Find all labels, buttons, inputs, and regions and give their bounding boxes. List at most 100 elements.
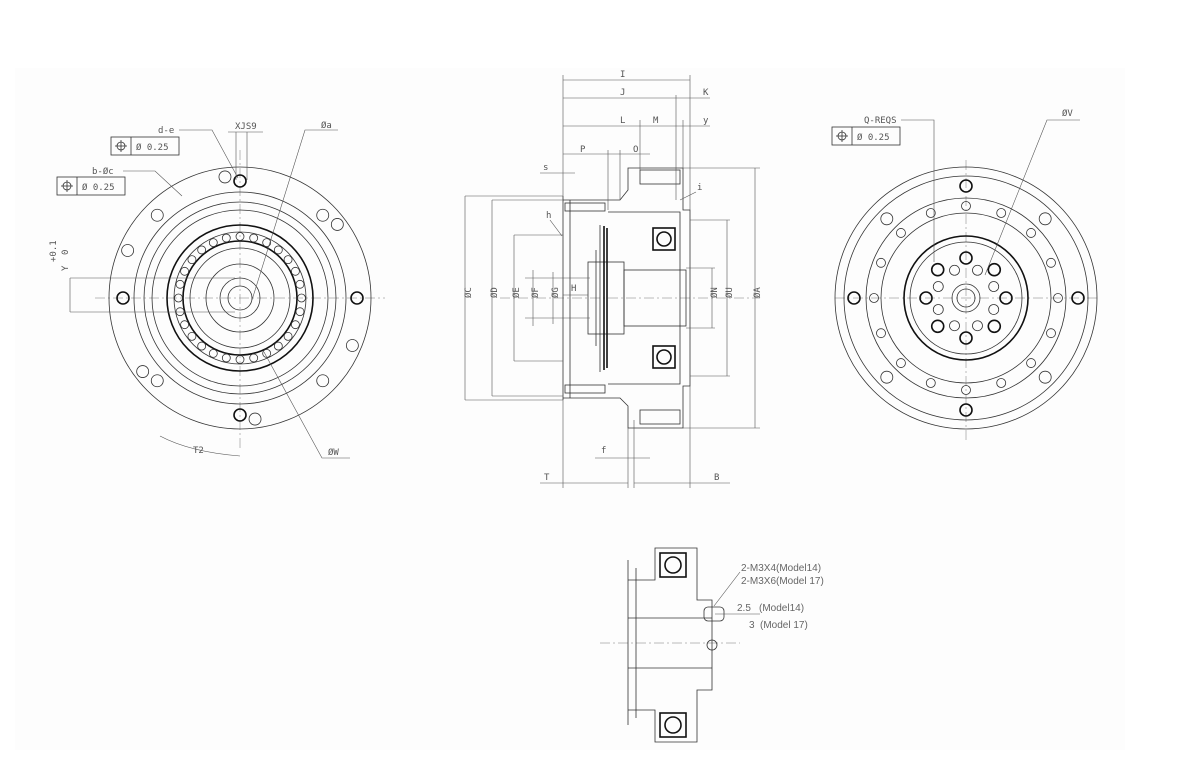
ring-hole (996, 378, 1007, 388)
dim-M: M (653, 116, 659, 126)
dim-phi-U: ØU (724, 287, 735, 298)
outer-hole (959, 403, 973, 417)
flange-hole (248, 412, 262, 426)
label-t2: T2 (193, 446, 204, 456)
drawing-area (15, 68, 1125, 750)
thread-hole (932, 304, 944, 315)
ring-hole (925, 378, 936, 388)
mounting-hole (316, 208, 330, 222)
roller (262, 238, 272, 247)
ring-hole (896, 358, 906, 368)
ring-hole (869, 293, 879, 303)
flange-hole (136, 365, 150, 378)
label-xjs9: XJS9 (235, 122, 257, 132)
label-y-tol-upper: +0.1 (49, 240, 59, 262)
roller (295, 279, 305, 289)
tolerance-frame-3 (831, 126, 901, 146)
outer-hole (880, 212, 894, 226)
label-phi-v: ØV (1062, 108, 1073, 119)
roller (273, 341, 283, 351)
front-view: Ø 0.25 Ø 0.25 d-e XJS9 Øa b-Øc +0.1 0 Y … (49, 120, 385, 459)
position-icon (61, 180, 73, 192)
ring-hole (876, 257, 886, 268)
dim-s: s (543, 163, 548, 173)
label-y-tol-lower: 0 (61, 250, 71, 255)
dim-f: f (601, 446, 606, 456)
roller (197, 341, 207, 351)
roller (180, 320, 189, 330)
inner-bolt-hole (987, 319, 1002, 334)
outer-hole (1038, 212, 1052, 226)
roller (174, 293, 183, 303)
inner-bolt-hole (959, 331, 973, 345)
roller (221, 353, 231, 363)
label-phi-a: Øa (321, 120, 332, 131)
flange-hole (218, 170, 232, 184)
outer-hole (1071, 291, 1085, 305)
thread-note-model17: 2-M3X6 (741, 576, 776, 587)
dim-B: B (714, 473, 719, 483)
rear-holes (847, 179, 1085, 417)
roller (283, 331, 293, 341)
thread-hole (949, 264, 960, 276)
ring-hole (961, 201, 971, 211)
depth-model14-label: (Model14) (759, 603, 804, 614)
position-icon (836, 130, 848, 142)
depth-model17: 3 (749, 620, 755, 631)
ring-hole (896, 228, 906, 238)
label-H: H (571, 284, 576, 294)
outer-hole (847, 291, 861, 305)
roller (208, 349, 218, 358)
inner-bolt-hole (987, 262, 1002, 277)
svg-text:2-M3X6(Model 17): 2-M3X6(Model 17) (741, 576, 824, 587)
roller (197, 245, 207, 255)
flange-hole (121, 244, 135, 257)
dim-P: P (580, 145, 586, 155)
ring-hole (1046, 257, 1056, 268)
ring-hole (1053, 293, 1063, 303)
detail-view: 2-M3X4(Model14) 2-M3X6(Model 17) 2.5 (Mo… (600, 547, 824, 743)
inner-bolt-hole (919, 291, 933, 305)
dim-phi-C: ØC (463, 287, 474, 298)
roller (283, 255, 293, 265)
inner-bolt-hole (930, 319, 945, 334)
roller (273, 245, 283, 255)
label-i: i (697, 183, 702, 193)
inner-bolt-hole (930, 262, 945, 277)
dim-y: y (703, 116, 709, 126)
flange-hole (330, 218, 344, 231)
position-icon (115, 140, 127, 152)
dim-J: J (620, 88, 625, 98)
outer-flange-circle (108, 166, 372, 430)
dim-phi-A: ØA (752, 287, 763, 298)
thread-hole (972, 264, 983, 276)
ring-hole (1026, 358, 1036, 368)
dim-I: I (620, 70, 625, 80)
tolerance-value-3: Ø 0.25 (857, 132, 890, 143)
label-h: h (546, 211, 551, 221)
tolerance-frame-1 (110, 136, 180, 156)
thread-hole (988, 304, 1000, 315)
thread-hole (949, 320, 960, 332)
depth-model17-label: (Model 17) (760, 620, 808, 631)
bearing-top (652, 227, 676, 251)
tolerance-value-2: Ø 0.25 (82, 182, 115, 193)
dim-T: T (544, 473, 550, 483)
outer-hole (880, 370, 894, 384)
thread-note-model17-label: (Model 17) (776, 576, 824, 587)
label-d-e: d-e (158, 126, 174, 136)
ring-hole (961, 385, 971, 395)
dim-phi-E: ØE (511, 287, 522, 298)
inner-bolt-hole (959, 251, 973, 265)
ring-hole (876, 328, 886, 339)
dim-L: L (620, 116, 625, 126)
roller-set (174, 232, 306, 364)
inner-bolt-hole (999, 291, 1013, 305)
mounting-hole (350, 291, 364, 305)
thread-hole (988, 281, 1000, 292)
roller (187, 255, 197, 265)
dim-phi-F: ØF (530, 287, 541, 298)
label-phi-w: ØW (328, 447, 339, 458)
